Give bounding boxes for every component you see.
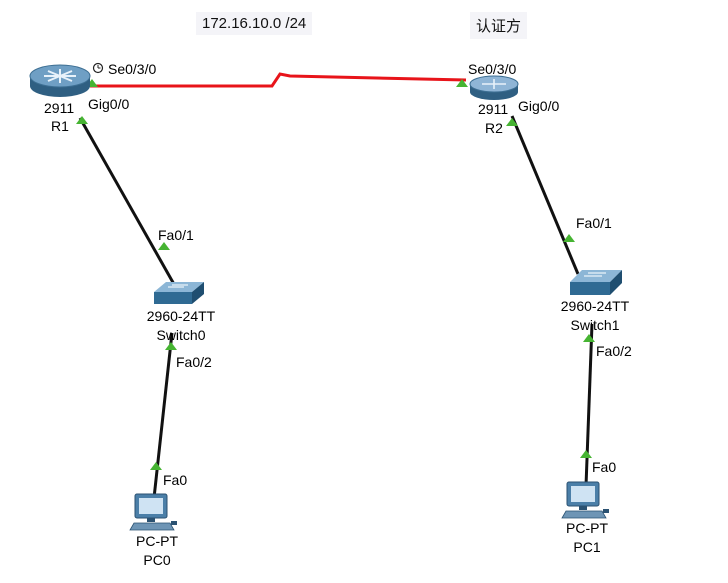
device-name-switch1: Switch1 <box>570 317 620 333</box>
device-name-pc1: PC1 <box>573 539 601 555</box>
clock-icon <box>92 62 104 74</box>
port-label-r2-gig: Gig0/0 <box>518 98 560 114</box>
link-up-sw1-down <box>583 334 595 342</box>
device-model-switch1: 2960-24TT <box>560 298 630 314</box>
ethernet-link-switch1-pc1[interactable] <box>584 323 594 487</box>
link-up-r2-serial <box>456 79 468 87</box>
auth-note: 认证方 <box>470 12 528 39</box>
ethernet-link-r1-switch0[interactable] <box>78 117 177 287</box>
pc1-icon[interactable] <box>561 481 609 519</box>
port-label-pc1-nic: Fa0 <box>592 459 617 475</box>
device-name-switch0: Switch0 <box>156 327 206 343</box>
device-model-switch0: 2960-24TT <box>146 308 216 324</box>
port-label-r1-serial: Se0/3/0 <box>108 61 157 77</box>
port-label-r1-gig: Gig0/0 <box>88 96 130 112</box>
device-model-r1: 2911 <box>44 100 74 116</box>
port-label-sw1-down: Fa0/2 <box>596 343 632 359</box>
link-up-sw1-uplink <box>563 234 575 242</box>
router-r1-icon[interactable] <box>29 64 91 97</box>
router-r2-icon[interactable] <box>469 75 519 100</box>
port-label-pc0-nic: Fa0 <box>163 472 188 488</box>
port-label-r2-serial: Se0/3/0 <box>468 61 517 77</box>
port-label-sw0-uplink: Fa0/1 <box>158 227 194 243</box>
link-status-indicators <box>76 79 595 470</box>
switch1-icon[interactable] <box>570 270 622 295</box>
pc0-icon[interactable] <box>129 493 177 531</box>
link-up-r1-gig <box>76 116 88 124</box>
link-up-sw0-down <box>165 342 177 350</box>
device-name-pc0: PC0 <box>143 552 171 568</box>
device-model-pc1: PC-PT <box>566 520 608 536</box>
link-up-r2-gig <box>506 118 518 126</box>
link-up-pc1-nic <box>580 450 592 458</box>
link-up-sw0-uplink <box>158 242 170 250</box>
link-up-pc0-nic <box>150 462 162 470</box>
device-model-pc0: PC-PT <box>136 533 178 549</box>
ethernet-link-r2-switch1[interactable] <box>510 115 580 275</box>
ethernet-link-switch0-pc0[interactable] <box>152 332 174 499</box>
port-label-sw1-uplink: Fa0/1 <box>576 215 612 231</box>
device-name-r1: R1 <box>51 118 69 134</box>
port-label-sw0-down: Fa0/2 <box>176 354 212 370</box>
serial-link-r1-r2[interactable] <box>90 72 467 88</box>
subnet-note: 172.16.10.0 /24 <box>196 12 313 35</box>
device-model-r2: 2911 <box>478 101 508 117</box>
switch0-icon[interactable] <box>154 282 204 304</box>
device-name-r2: R2 <box>485 120 503 136</box>
